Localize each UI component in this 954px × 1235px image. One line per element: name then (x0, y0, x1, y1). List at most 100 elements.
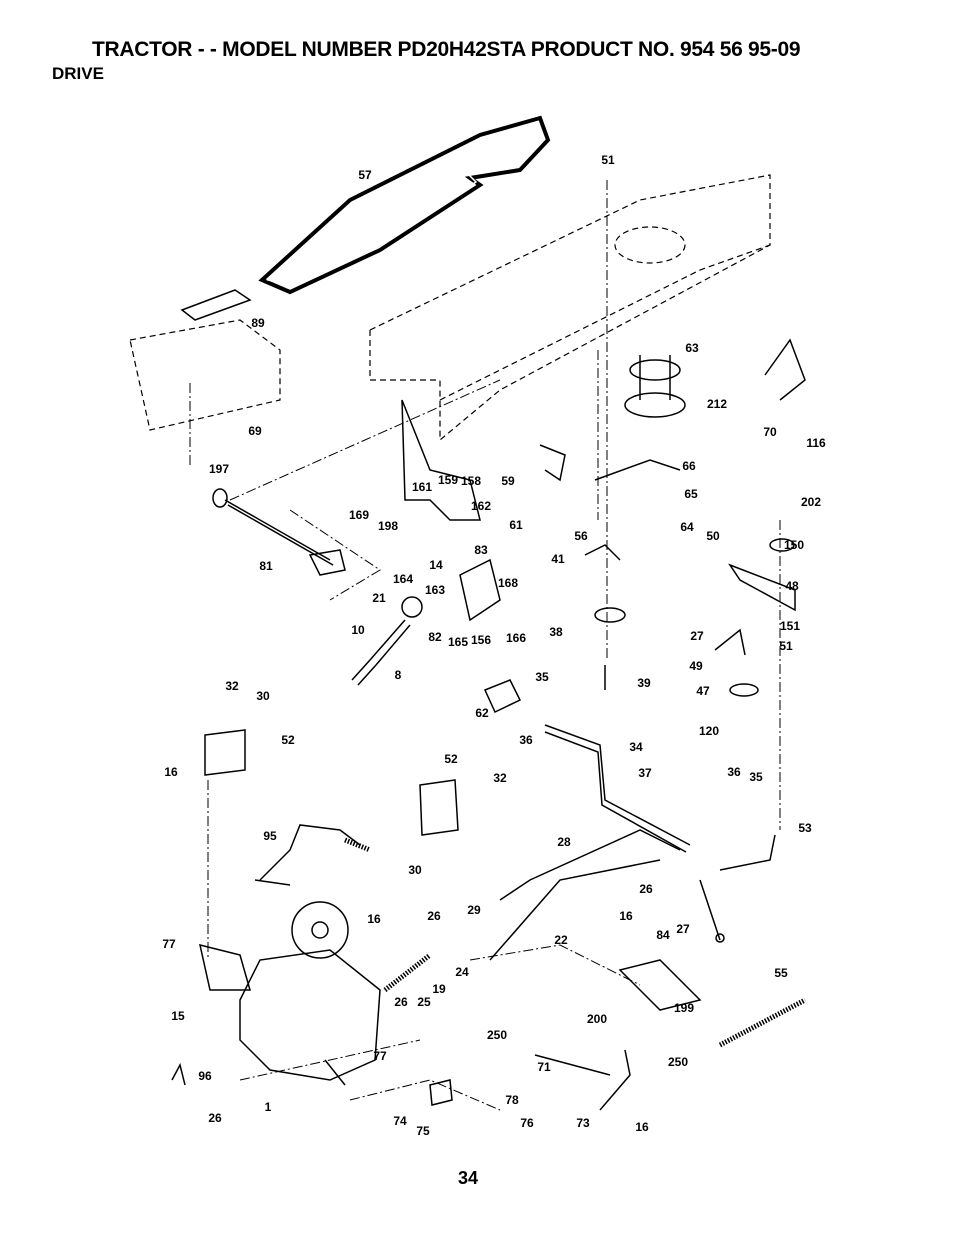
part-label-26: 26 (639, 882, 653, 896)
part-label-53: 53 (798, 821, 812, 835)
part-label-62: 62 (475, 706, 489, 720)
part-label-61: 61 (509, 518, 523, 532)
page-title: TRACTOR - - MODEL NUMBER PD20H42STA PROD… (92, 38, 801, 61)
part-label-212: 212 (706, 397, 728, 411)
part-label-166: 166 (505, 631, 527, 645)
part-label-200: 200 (586, 1012, 608, 1026)
part-label-57: 57 (358, 168, 372, 182)
part-label-41: 41 (551, 552, 565, 566)
part-label-24: 24 (455, 965, 469, 979)
part-label-29: 29 (467, 903, 481, 917)
part-label-36: 36 (519, 733, 533, 747)
part-label-59: 59 (501, 474, 515, 488)
part-label-77: 77 (162, 937, 176, 951)
part-label-35: 35 (749, 770, 763, 784)
part-label-16: 16 (367, 912, 381, 926)
control-rod (544, 724, 691, 846)
part-label-74: 74 (393, 1114, 407, 1128)
part-label-55: 55 (774, 966, 788, 980)
part-label-36: 36 (727, 765, 741, 779)
part-label-202: 202 (800, 495, 822, 509)
part-label-1: 1 (264, 1100, 272, 1114)
part-label-82: 82 (428, 630, 442, 644)
part-label-27: 27 (676, 922, 690, 936)
part-label-250: 250 (667, 1055, 689, 1069)
part-label-84: 84 (656, 928, 670, 942)
assembly-lines (189, 180, 781, 1111)
part-label-28: 28 (557, 835, 571, 849)
part-label-26: 26 (394, 995, 408, 1009)
part-label-163: 163 (424, 583, 446, 597)
part-label-25: 25 (417, 995, 431, 1009)
part-label-89: 89 (251, 316, 265, 330)
part-label-76: 76 (520, 1116, 534, 1130)
part-label-66: 66 (682, 459, 696, 473)
part-label-26: 26 (427, 909, 441, 923)
part-label-19: 19 (432, 982, 446, 996)
part-label-156: 156 (470, 633, 492, 647)
part-label-47: 47 (696, 684, 710, 698)
part-label-151: 151 (779, 619, 801, 633)
part-label-30: 30 (256, 689, 270, 703)
part-label-168: 168 (497, 576, 519, 590)
part-label-69: 69 (248, 424, 262, 438)
part-label-30: 30 (408, 863, 422, 877)
part-label-16: 16 (619, 909, 633, 923)
transaxle (239, 949, 381, 1081)
part-label-161: 161 (411, 480, 433, 494)
part-label-116: 116 (806, 436, 826, 450)
part-label-199: 199 (673, 1001, 695, 1015)
part-label-162: 162 (470, 499, 492, 513)
part-label-70: 70 (763, 425, 777, 439)
part-label-16: 16 (164, 765, 178, 779)
part-label-50: 50 (706, 529, 720, 543)
part-label-51: 51 (779, 639, 793, 653)
part-label-51: 51 (601, 153, 615, 167)
page-number: 34 (458, 1168, 479, 1188)
part-label-75: 75 (416, 1124, 430, 1138)
part-label-158: 158 (460, 474, 482, 488)
section-title: DRIVE (52, 64, 104, 83)
axle-rod (224, 499, 331, 561)
part-label-38: 38 (549, 625, 563, 639)
part-label-32: 32 (493, 771, 507, 785)
part-label-32: 32 (225, 679, 239, 693)
part-label-73: 73 (576, 1116, 590, 1130)
part-label-37: 37 (638, 766, 652, 780)
part-label-120: 120 (698, 724, 720, 738)
part-label-64: 64 (680, 520, 694, 534)
part-label-15: 15 (171, 1009, 185, 1023)
part-label-26: 26 (208, 1111, 222, 1125)
part-label-150: 150 (783, 538, 805, 552)
part-label-22: 22 (554, 933, 568, 947)
part-label-164: 164 (392, 572, 414, 586)
part-label-197: 197 (208, 462, 230, 476)
pulley (629, 359, 681, 381)
part-label-56: 56 (574, 529, 588, 543)
part-label-71: 71 (537, 1060, 551, 1074)
tractor-frame (129, 174, 771, 442)
part-label-63: 63 (685, 341, 699, 355)
part-label-95: 95 (263, 829, 277, 843)
part-label-52: 52 (444, 752, 458, 766)
drive-belt (258, 115, 551, 295)
part-label-159: 159 (437, 473, 459, 487)
part-label-27: 27 (690, 629, 704, 643)
part-label-39: 39 (637, 676, 651, 690)
part-label-16: 16 (635, 1120, 649, 1134)
part-label-48: 48 (785, 579, 799, 593)
spring (383, 953, 432, 992)
part-label-10: 10 (351, 623, 365, 637)
parts (171, 289, 807, 1111)
part-label-35: 35 (535, 670, 549, 684)
part-label-198: 198 (377, 519, 399, 533)
part-label-49: 49 (689, 659, 703, 673)
part-label-169: 169 (348, 508, 370, 522)
part-label-250: 250 (486, 1028, 508, 1042)
part-label-34: 34 (629, 740, 643, 754)
part-label-77: 77 (373, 1049, 387, 1063)
part-label-8: 8 (394, 668, 402, 682)
part-label-83: 83 (474, 543, 488, 557)
part-label-21: 21 (372, 591, 386, 605)
